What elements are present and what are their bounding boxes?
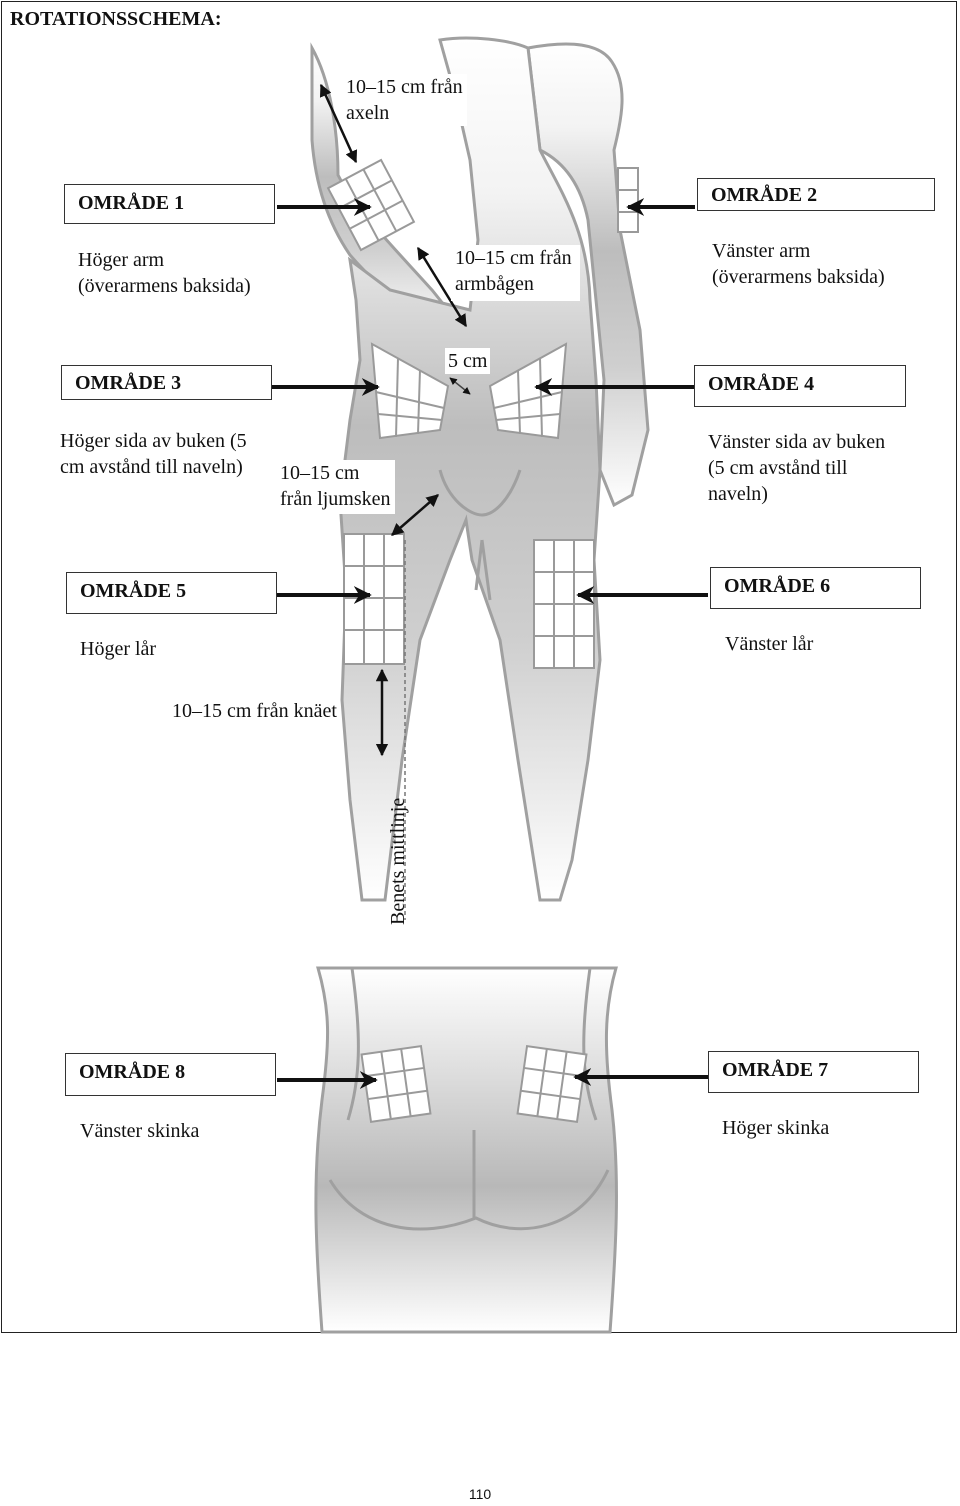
shoulder-distance-line1: 10–15 cm från <box>346 76 463 98</box>
groin-distance-line1: 10–15 cm <box>280 462 360 484</box>
area-7-desc: Höger skinka <box>722 1117 830 1139</box>
page-number: 110 <box>468 1486 492 1502</box>
area-5-box: OMRÅDE 5 <box>66 572 277 614</box>
area-4-desc-line2: (5 cm avstånd till <box>708 457 848 479</box>
area-7-box: OMRÅDE 7 <box>708 1051 919 1093</box>
area-5-desc: Höger lår <box>80 638 157 660</box>
zone-8-grid <box>360 1045 432 1123</box>
elbow-distance-label: 10–15 cm från armbågen <box>451 245 580 301</box>
elbow-distance-line1: 10–15 cm från <box>455 247 572 269</box>
zone-4-grid <box>488 342 568 440</box>
zone-7-grid <box>516 1045 588 1123</box>
navel-distance-label: 5 cm <box>445 348 491 374</box>
area-4-desc-line3: naveln) <box>708 483 768 505</box>
area-3-desc-line2: cm avstånd till naveln) <box>60 456 243 478</box>
back-body <box>314 966 618 1334</box>
area-2-desc-line2: (överarmens baksida) <box>712 266 885 288</box>
zone-6-grid <box>533 539 595 669</box>
knee-distance-label: 10–15 cm från knäet <box>172 700 337 722</box>
area-8-box: OMRÅDE 8 <box>65 1053 276 1096</box>
area-2-box: OMRÅDE 2 <box>697 178 935 211</box>
area-6-box: OMRÅDE 6 <box>710 567 921 609</box>
groin-distance-line2: från ljumsken <box>280 488 391 510</box>
area-6-desc: Vänster lår <box>725 633 814 655</box>
area-2-desc-line1: Vänster arm <box>712 240 811 262</box>
leg-midline-label: Benets mittlinje <box>387 797 409 925</box>
zone-5-grid <box>343 533 405 665</box>
zone-1-grid <box>326 158 416 252</box>
shoulder-distance-line2: axeln <box>346 102 390 124</box>
shoulder-distance-label: 10–15 cm från axeln <box>342 74 467 126</box>
groin-distance-label: 10–15 cm från ljumsken <box>276 460 395 514</box>
zone-3-grid <box>370 342 450 440</box>
page-title: ROTATIONSSCHEMA: <box>10 8 222 30</box>
area-1-box: OMRÅDE 1 <box>64 184 275 224</box>
area-4-desc-line1: Vänster sida av buken <box>708 431 886 453</box>
area-1-desc-line2: (överarmens baksida) <box>78 275 251 297</box>
distance-arrows <box>319 83 468 757</box>
elbow-distance-line2: armbågen <box>455 273 534 295</box>
pointer-arrows <box>272 198 708 1089</box>
area-1-desc-line1: Höger arm <box>78 249 165 271</box>
area-3-box: OMRÅDE 3 <box>61 365 272 400</box>
area-8-desc: Vänster skinka <box>80 1120 200 1142</box>
area-3-desc-line1: Höger sida av buken (5 <box>60 430 247 452</box>
zone-2-grid <box>617 167 639 233</box>
area-4-box: OMRÅDE 4 <box>694 365 906 407</box>
navel-distance-arrow <box>449 377 471 395</box>
